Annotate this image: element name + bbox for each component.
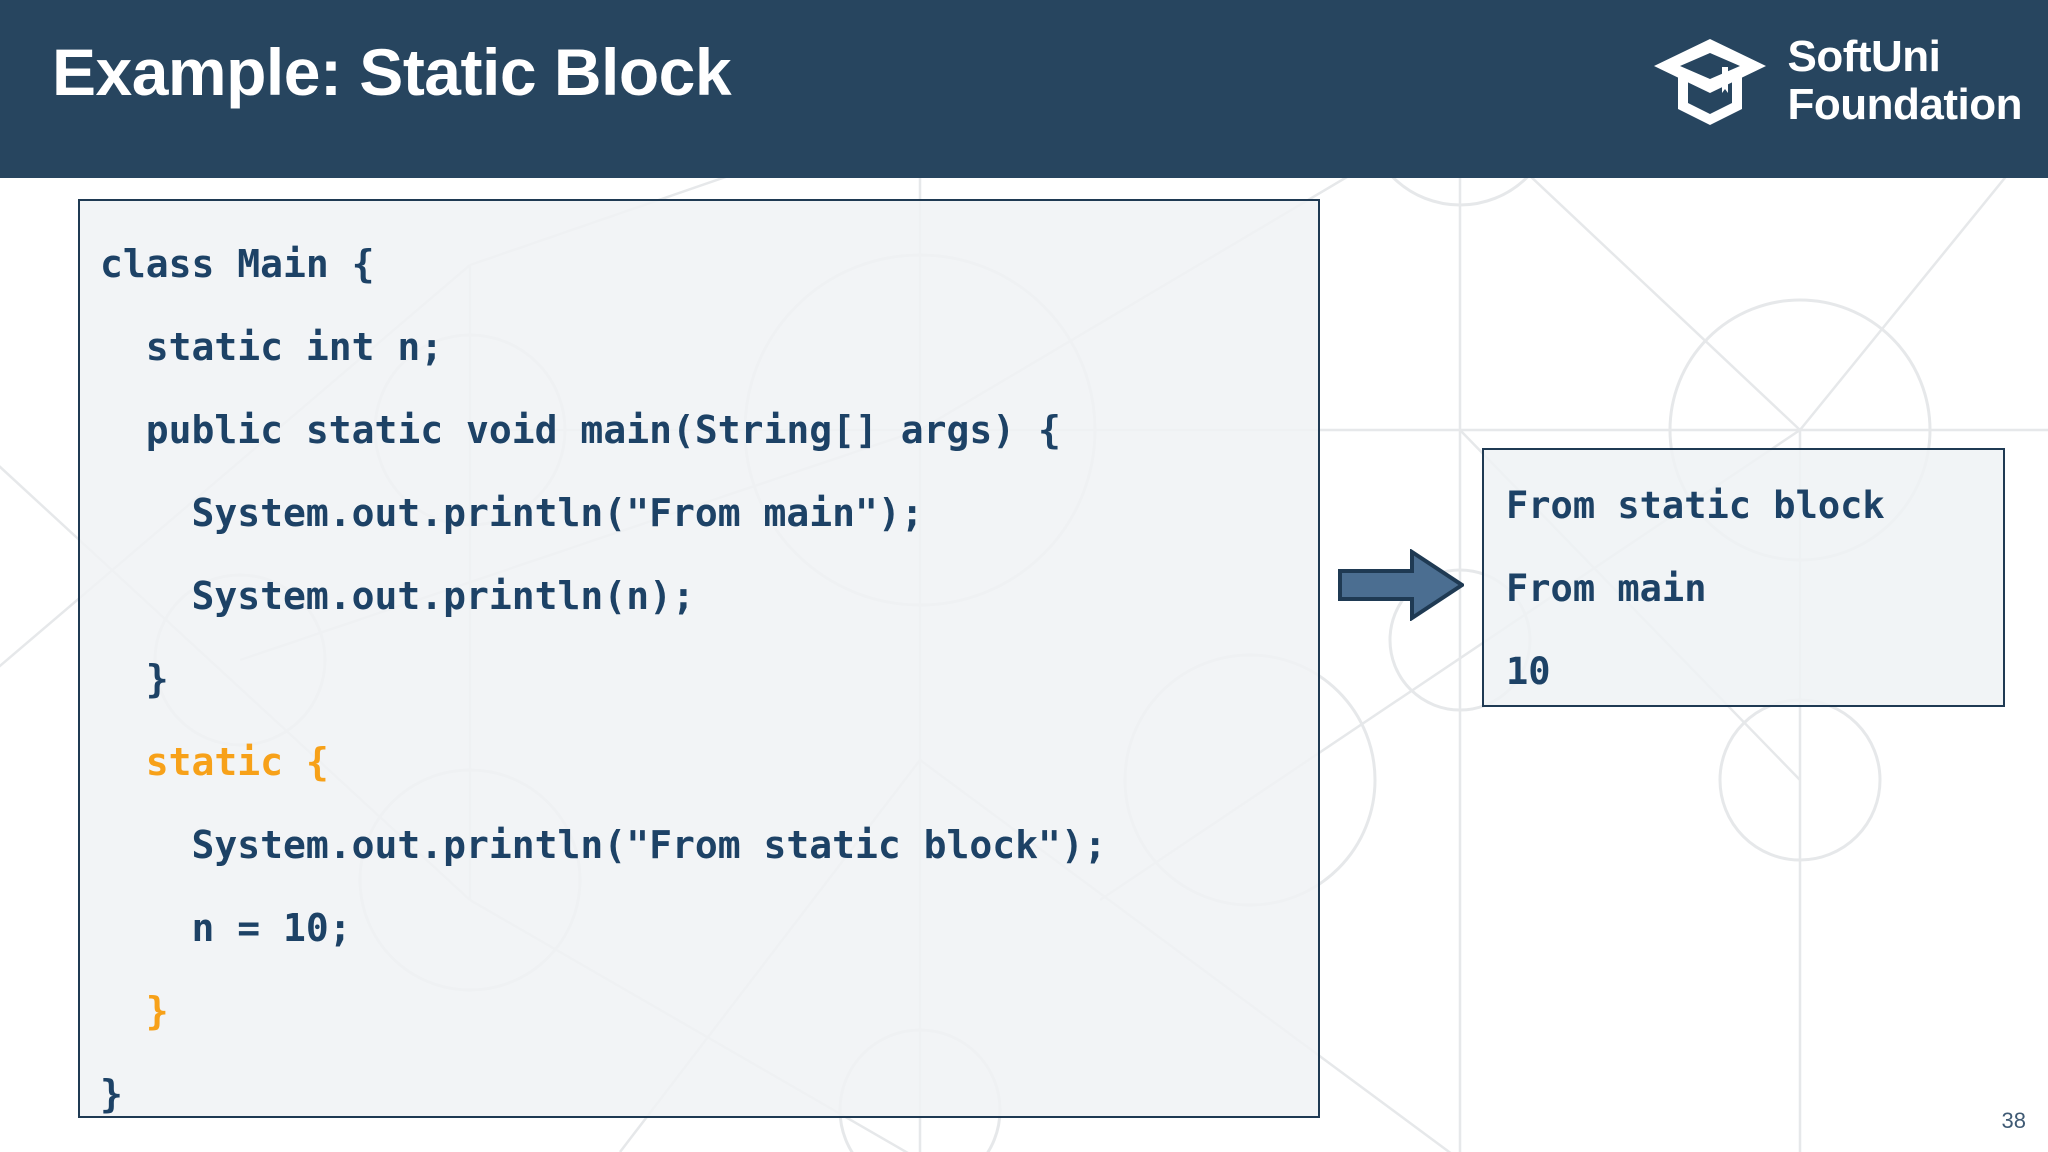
code-panel: class Main { static int n; public static… <box>78 199 1320 1118</box>
code-line: static { <box>100 740 329 784</box>
logo-line-2: Foundation <box>1787 80 2023 129</box>
graduation-cap-icon <box>1653 39 1766 125</box>
page-number: 38 <box>2001 1108 2026 1133</box>
code-line: } <box>100 1072 123 1116</box>
softuni-foundation-logo: SoftUni Foundation <box>1650 26 2023 136</box>
code-line: n = 10; <box>100 906 352 950</box>
code-line: static int n; <box>100 325 444 369</box>
output-line: From main <box>1506 567 1707 610</box>
slide-header: Example: Static Block SoftUni Foundation <box>0 0 2048 178</box>
code-line: } <box>100 989 169 1033</box>
page-title: Example: Static Block <box>52 35 732 109</box>
logo-line-1: SoftUni <box>1787 32 1941 81</box>
code-line: class Main { <box>100 242 375 286</box>
code-line: public static void main(String[] args) { <box>100 408 1061 452</box>
right-arrow-icon <box>1338 549 1464 621</box>
output-line: 10 <box>1506 650 1551 693</box>
code-line: System.out.println("From main"); <box>100 491 924 535</box>
code-lines-container: class Main { static int n; public static… <box>100 223 1310 1136</box>
code-line: System.out.println(n); <box>100 574 695 618</box>
code-line: } <box>100 657 169 701</box>
output-line: From static block <box>1506 484 1885 527</box>
code-line: System.out.println("From static block"); <box>100 823 1107 867</box>
